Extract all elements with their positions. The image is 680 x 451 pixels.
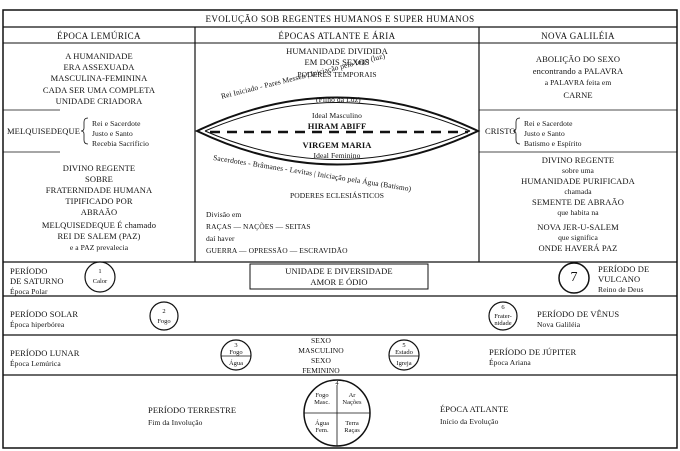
melquisedeque-item: Justo e Santo	[92, 129, 133, 138]
unidade-line: UNIDADE E DIVERSIDADE	[285, 266, 393, 276]
center-top-line: HUMANIDADE DIVIDIDA	[286, 46, 388, 56]
left-bottom-line: e a PAZ prevalecia	[69, 243, 129, 252]
hiram-abiff: HIRAM ABIFF	[307, 121, 367, 131]
right-top-line: CARNE	[563, 90, 593, 100]
circle-1-label: Calor	[92, 278, 108, 285]
cristo-label: CRISTO	[485, 126, 516, 136]
left-bottom-line: SOBRE	[85, 174, 113, 184]
right-bottom-line: NOVA JER-U-SALEM	[537, 222, 619, 232]
poderes-temporais-label: PODERES TEMPORAIS	[297, 70, 377, 79]
right-bottom-line: SEMENTE DE ABRAÃO	[532, 197, 624, 207]
left-bottom-line: DIVINO REGENTE	[62, 163, 136, 173]
circle-3-number: 3	[234, 342, 238, 349]
sexo-line: FEMININO	[302, 366, 340, 375]
circle-4-bottom-left: Água Fem.	[314, 420, 330, 434]
center-bottom-line: RAÇAS — NAÇÕES — SEITAS	[206, 222, 311, 231]
diagram-title: EVOLUÇÃO SOB REGENTES HUMANOS E SUPER HU…	[205, 14, 475, 24]
circle-7-number: 7	[570, 270, 578, 285]
circle-6-number: 6	[501, 304, 505, 311]
right-top-line: ABOLIÇÃO DO SEXO	[535, 54, 621, 64]
period-lunar-subtitle: Época Lemúrica	[10, 359, 61, 368]
period-saturno-title-2: DE SATURNO	[10, 276, 64, 286]
circle-5-bottom: Igreja	[396, 360, 412, 367]
left-top-line: A HUMANIDADE	[65, 51, 133, 61]
left-bottom-line: FRATERNIDADE HUMANA	[45, 185, 153, 195]
circle-5-number: 5	[402, 342, 406, 349]
right-bottom-line: sobre uma	[562, 166, 594, 175]
right-bottom-line: que habita na	[557, 208, 599, 217]
column-header-left: ÉPOCA LEMÚRICA	[57, 31, 141, 41]
circle-3-bottom: Água	[228, 360, 244, 367]
period-venus-subtitle: Nova Galiléia	[537, 320, 581, 329]
period-vulcano-title: PERÍODO DE	[598, 264, 650, 274]
period-saturno-title: PERÍODO	[10, 266, 48, 276]
epoca-atlante-subtitle: Início da Evolução	[440, 417, 499, 426]
left-bottom-line: REI DE SALEM (PAZ)	[57, 231, 141, 241]
circle-4-top-left: Fogo Masc.	[314, 392, 330, 406]
column-header-right: NOVA GALILÉIA	[541, 31, 615, 41]
circle-6-label: Frater-nidade	[494, 313, 512, 327]
left-top-line: CADA SER UMA COMPLETA	[42, 85, 156, 95]
period-lunar-title: PERÍODO LUNAR	[10, 348, 80, 358]
melquisedeque-label: MELQUISEDEQUE	[7, 126, 81, 136]
circle-4-top-right: Ar Nações	[342, 392, 362, 406]
ideal-masculino: Ideal Masculino	[311, 111, 363, 120]
column-header-center: ÉPOCAS ATLANTE E ÁRIA	[278, 31, 396, 41]
unidade-line: AMOR E ÓDIO	[310, 277, 368, 287]
left-bottom-line: TIPIFICADO POR	[65, 196, 133, 206]
poderes-eclesiasticos-label: PODERES ECLESIÁSTICOS	[290, 191, 384, 200]
upper-arc-text-2: (Filho da Luz)	[316, 95, 361, 104]
cristo-item: Rei e Sacerdote	[524, 119, 573, 128]
center-bottom-line: daí haver	[206, 234, 235, 243]
center-top-line: EM DOIS SEXOS	[304, 57, 370, 67]
left-top-line: MASCULINA-FEMININA	[50, 73, 148, 83]
right-bottom-line: DIVINO REGENTE	[541, 155, 615, 165]
period-vulcano-title-2: VULCANO	[598, 274, 641, 284]
center-bottom-line: GUERRA — OPRESSÃO — ESCRAVIDÃO	[206, 246, 348, 255]
left-top-line: ERA ASSEXUADA	[63, 62, 135, 72]
epoca-atlante-title: ÉPOCA ATLANTE	[440, 404, 509, 414]
cristo-item: Justo e Santo	[524, 129, 565, 138]
right-top-line: encontrando a PALAVRA	[532, 66, 624, 76]
right-top-line: a PALAVRA feita em	[544, 78, 612, 87]
sexo-line: MASCULINO	[298, 346, 344, 355]
circle-2-number: 2	[162, 308, 166, 315]
period-terrestre-title: PERÍODO TERRESTRE	[148, 405, 237, 415]
ideal-feminino: Ideal Feminino	[313, 151, 361, 160]
virgem-maria: VIRGEM MARIA	[302, 140, 372, 150]
right-bottom-line: que significa	[558, 233, 598, 242]
period-venus-title: PERÍODO DE VÊNUS	[537, 309, 620, 319]
period-saturno-subtitle: Época Polar	[10, 287, 48, 296]
right-bottom-line: HUMANIDADE PURIFICADA	[521, 176, 635, 186]
sexo-line: SEXO	[311, 356, 331, 365]
sexo-line: SEXO	[311, 336, 331, 345]
circle-4-bottom-right: Terra Raças	[344, 420, 360, 434]
period-solar-title: PERÍODO SOLAR	[10, 309, 79, 319]
right-bottom-line: chamada	[564, 187, 592, 196]
circle-3-top: Fogo	[229, 349, 243, 356]
center-bottom-line: Divisão em	[206, 210, 242, 219]
right-bottom-line: ONDE HAVERÁ PAZ	[538, 243, 618, 253]
period-solar-subtitle: Época hiperbórea	[10, 320, 65, 329]
left-top-line: UNIDADE CRIADORA	[55, 96, 143, 106]
left-bottom-line: ABRAÃO	[80, 207, 118, 217]
melquisedeque-item: Rei e Sacerdote	[92, 119, 141, 128]
period-vulcano-subtitle: Reino de Deus	[598, 285, 644, 294]
melquisedeque-item: Recebia Sacrifício	[92, 139, 149, 148]
circle-4-number: 4	[335, 380, 339, 387]
left-bottom-line: MELQUISEDEQUE É chamado	[41, 220, 157, 230]
cristo-item: Batismo e Espírito	[524, 139, 582, 148]
circle-2-label: Fogo	[157, 318, 171, 325]
period-terrestre-subtitle: Fim da Involução	[148, 418, 203, 427]
period-jupiter-subtitle: Época Ariana	[489, 358, 531, 367]
circle-1-number: 1	[98, 268, 102, 275]
period-jupiter-title: PERÍODO DE JÚPITER	[489, 347, 577, 357]
circle-5-top: Estado	[395, 349, 413, 356]
